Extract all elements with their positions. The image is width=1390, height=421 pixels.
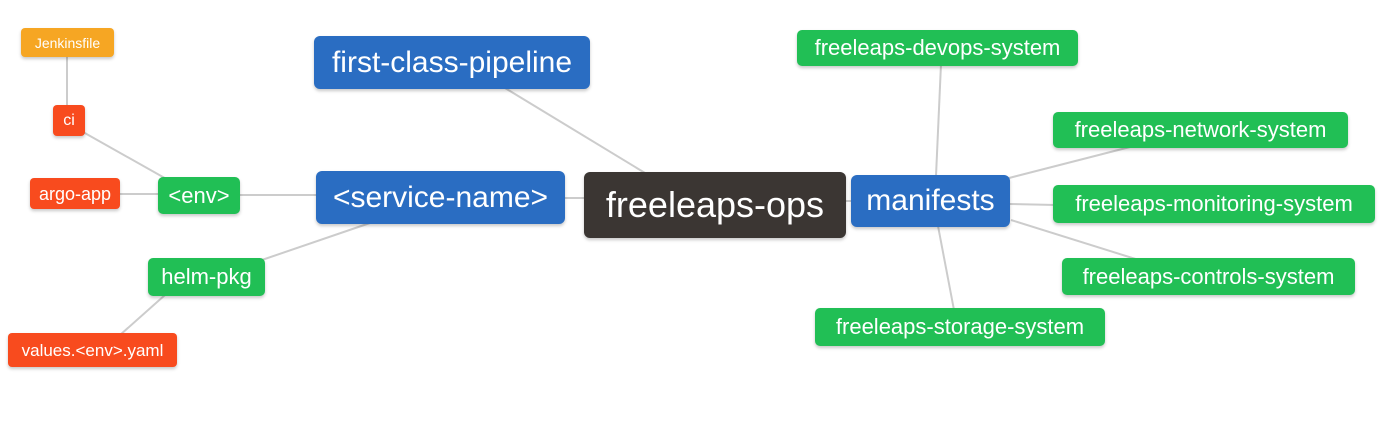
- edge-manifests-to-freeleaps-storage-system: [937, 225, 955, 311]
- node-freeleaps-monitoring-system[interactable]: freeleaps-monitoring-system: [1053, 185, 1375, 223]
- node-freeleaps-storage-system[interactable]: freeleaps-storage-system: [815, 308, 1105, 346]
- node-service-name[interactable]: <service-name>: [316, 171, 565, 224]
- node-argo-app[interactable]: argo-app: [30, 178, 120, 209]
- node-freeleaps-controls-system[interactable]: freeleaps-controls-system: [1062, 258, 1355, 295]
- edge-first-class-pipeline-to-freeleaps-ops: [504, 87, 651, 177]
- node-values-env-yaml[interactable]: values.<env>.yaml: [8, 333, 177, 367]
- edge-helm-pkg-to-values-env-yaml: [119, 294, 166, 336]
- node-manifests[interactable]: manifests: [851, 175, 1010, 227]
- edge-manifests-to-freeleaps-network-system: [1008, 146, 1131, 179]
- node-freeleaps-devops-system[interactable]: freeleaps-devops-system: [797, 30, 1078, 66]
- edge-manifests-to-freeleaps-controls-system: [1010, 219, 1143, 262]
- edge-ci-to-env: [82, 131, 171, 182]
- edge-manifests-to-freeleaps-monitoring-system: [1008, 203, 1057, 206]
- node-freeleaps-ops[interactable]: freeleaps-ops: [584, 172, 846, 238]
- node-env[interactable]: <env>: [158, 177, 240, 214]
- edge-manifests-to-freeleaps-devops-system: [935, 63, 942, 177]
- node-first-class-pipeline[interactable]: first-class-pipeline: [314, 36, 590, 89]
- node-helm-pkg[interactable]: helm-pkg: [148, 258, 265, 296]
- node-ci[interactable]: ci: [53, 105, 85, 136]
- edge-service-name-to-helm-pkg: [255, 222, 371, 263]
- node-freeleaps-network-system[interactable]: freeleaps-network-system: [1053, 112, 1348, 148]
- node-jenkinsfile[interactable]: Jenkinsfile: [21, 28, 114, 57]
